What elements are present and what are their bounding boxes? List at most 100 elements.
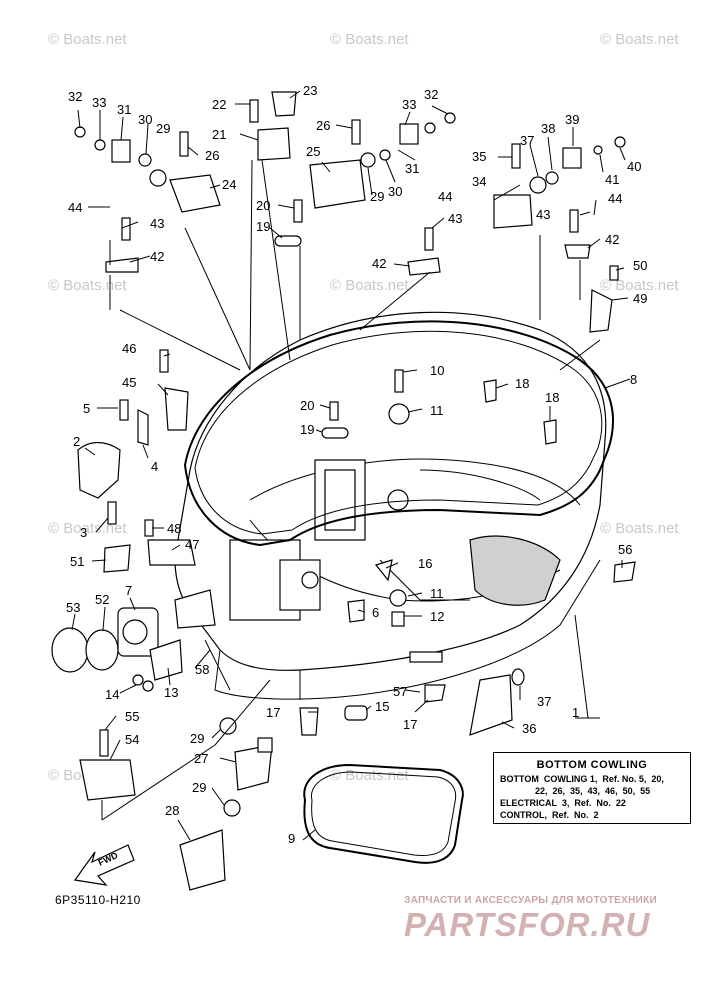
callout-35: 35: [472, 149, 486, 164]
callout-38: 38: [541, 121, 555, 136]
leader-lines: [71, 90, 631, 841]
watermark: © Boats.net: [330, 277, 409, 294]
callout-14: 14: [105, 687, 119, 702]
callout-32b: 32: [424, 87, 438, 102]
legend-line-4: CONTROL, Ref. No. 2: [500, 810, 599, 820]
callout-42c: 42: [605, 232, 619, 247]
callout-17b: 17: [403, 717, 417, 732]
watermark: © Boats.net: [330, 31, 409, 48]
callout-32: 32: [68, 89, 82, 104]
callout-13: 13: [164, 685, 178, 700]
callout-53: 53: [66, 600, 80, 615]
callout-43c: 43: [536, 207, 550, 222]
callout-26: 26: [316, 118, 330, 133]
callout-15: 15: [375, 699, 389, 714]
callout-19b: 19: [300, 422, 314, 437]
callout-37: 37: [520, 133, 534, 148]
callout-44c: 44: [608, 191, 622, 206]
callout-18b: 18: [545, 390, 559, 405]
legend-box: BOTTOM COWLING BOTTOM COWLING 1, Ref. No…: [493, 752, 691, 824]
callout-18: 18: [515, 376, 529, 391]
callout-29c: 29: [190, 731, 204, 746]
callout-28: 28: [165, 803, 179, 818]
callout-31: 31: [117, 102, 131, 117]
callout-33b: 33: [402, 97, 416, 112]
legend-line-3: ELECTRICAL 3, Ref. No. 22: [500, 798, 626, 808]
brand-logo-text: PARTSFOR.RU: [404, 906, 651, 943]
callout-22: 22: [212, 97, 226, 112]
callout-20b: 20: [300, 398, 314, 413]
callout-42b: 42: [372, 256, 386, 271]
watermark: © Boats.net: [600, 277, 679, 294]
legend-line-2: 22, 26, 35, 43, 46, 50, 55: [500, 786, 651, 796]
callout-2: 2: [73, 434, 80, 449]
callout-11: 11: [430, 403, 444, 418]
callout-11b: 11: [430, 586, 444, 601]
callout-46: 46: [122, 341, 136, 356]
callout-23: 23: [303, 83, 317, 98]
callout-17: 17: [266, 705, 280, 720]
callout-6: 6: [372, 605, 379, 620]
callout-49: 49: [633, 291, 647, 306]
callout-33: 33: [92, 95, 106, 110]
callout-55: 55: [125, 709, 139, 724]
gasket-9: [303, 763, 464, 864]
legend-line-1: BOTTOM COWLING 1, Ref. No. 5, 20,: [500, 774, 664, 784]
watermark: © Boats.net: [48, 277, 127, 294]
callout-19: 19: [256, 219, 270, 234]
callout-43: 43: [150, 216, 164, 231]
callout-21: 21: [212, 127, 226, 142]
callout-54: 54: [125, 732, 139, 747]
callout-3: 3: [80, 525, 87, 540]
callout-26b: 26: [205, 148, 219, 163]
callout-16: 16: [418, 556, 432, 571]
callout-44: 44: [68, 200, 82, 215]
callout-27: 27: [194, 751, 208, 766]
callout-41: 41: [605, 172, 619, 187]
callout-4: 4: [151, 459, 158, 474]
callout-10: 10: [430, 363, 444, 378]
watermark: © Boats.net: [48, 31, 127, 48]
callout-51: 51: [70, 554, 84, 569]
callout-9: 9: [288, 831, 295, 846]
callout-56: 56: [618, 542, 632, 557]
cowling-seal-8: [183, 320, 614, 547]
callout-43b: 43: [448, 211, 462, 226]
callout-42: 42: [150, 249, 164, 264]
watermark: © Boats.net: [330, 767, 409, 784]
callout-29b: 29: [370, 189, 384, 204]
callout-24: 24: [222, 177, 236, 192]
bottom-cowling-shape: [174, 311, 607, 700]
callout-52: 52: [95, 592, 109, 607]
callout-30b: 30: [388, 184, 402, 199]
callout-40: 40: [627, 159, 641, 174]
callout-39: 39: [565, 112, 579, 127]
watermark: © Boats.net: [600, 520, 679, 537]
callout-12: 12: [430, 609, 444, 624]
callout-45: 45: [122, 375, 136, 390]
callout-7: 7: [125, 583, 132, 598]
callout-37b: 37: [537, 694, 551, 709]
fwd-arrow: FWD: [73, 844, 135, 886]
callout-5: 5: [83, 401, 90, 416]
callout-29d: 29: [192, 780, 206, 795]
watermark: © Boats.net: [600, 31, 679, 48]
callout-57: 57: [393, 684, 407, 699]
callout-48: 48: [167, 521, 181, 536]
callout-25: 25: [306, 144, 320, 159]
callout-44b: 44: [438, 189, 452, 204]
callout-58: 58: [195, 662, 209, 677]
callout-47: 47: [185, 537, 199, 552]
callout-numbers: 1 2 3 4 5 6 7 8 9 10 11 11 12 13 14 15 1…: [66, 83, 647, 846]
legend-title: BOTTOM COWLING: [536, 759, 648, 771]
callout-20: 20: [256, 198, 270, 213]
callout-31b: 31: [405, 161, 419, 176]
callout-36: 36: [522, 721, 536, 736]
small-parts: [51, 91, 636, 891]
callout-29: 29: [156, 121, 170, 136]
callout-50: 50: [633, 258, 647, 273]
brand-tagline: ЗАПЧАСТИ И АКСЕССУАРЫ ДЛЯ МОТОТЕХНИКИ: [404, 895, 657, 906]
callout-8: 8: [630, 372, 637, 387]
figure-code: 6P35110-H210: [55, 893, 141, 907]
